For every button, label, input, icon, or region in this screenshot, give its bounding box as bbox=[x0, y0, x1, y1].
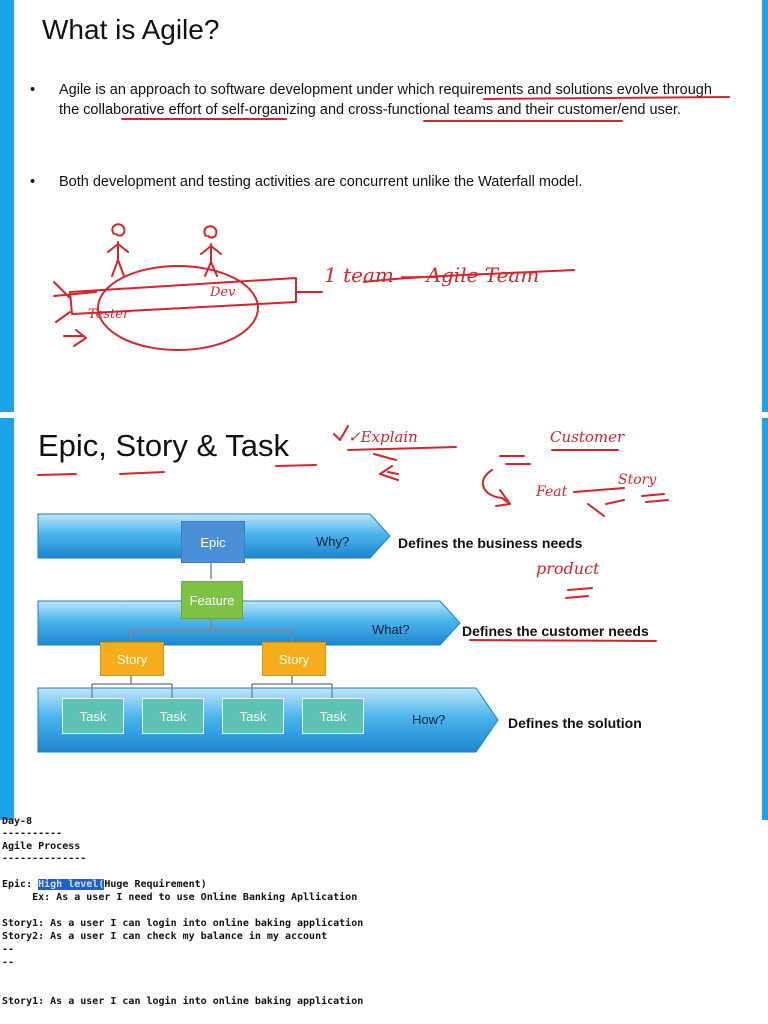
handwritten-tester: Tester bbox=[88, 307, 130, 322]
bullet-text: Both development and testing activities … bbox=[59, 174, 583, 190]
handwritten-dev: Dev bbox=[209, 285, 236, 300]
notes-story1-repeat: Story1: As a user I can login into onlin… bbox=[2, 996, 364, 1007]
what-description: Defines the customer needs bbox=[462, 623, 649, 639]
team-box bbox=[69, 277, 297, 315]
handwritten-team-note: 1 team — Agile Team bbox=[324, 263, 539, 287]
title-underlines bbox=[37, 464, 317, 476]
feature-box: Feature bbox=[181, 581, 243, 619]
stick-person-dev bbox=[200, 225, 222, 277]
why-description: Defines the business needs bbox=[398, 535, 583, 551]
epic-prefix: Epic: bbox=[2, 879, 39, 890]
task-box-4: Task bbox=[302, 698, 364, 734]
slide-what-is-agile: What is Agile? • Agile is an approach to… bbox=[14, 0, 762, 412]
handwritten-explain: ✓Explain bbox=[348, 428, 418, 446]
arrow-left-bottom bbox=[63, 329, 87, 347]
task-box-1: Task bbox=[62, 698, 124, 734]
notes-heading: Agile Process bbox=[2, 841, 81, 852]
notes-epic-line: Epic: High level(Huge Requirement) bbox=[2, 879, 207, 890]
story-box-2: Story bbox=[262, 642, 326, 676]
epic-box: Epic bbox=[181, 521, 245, 563]
label-what: What? bbox=[372, 622, 410, 637]
slide-title: What is Agile? bbox=[42, 14, 220, 45]
team-ellipse bbox=[97, 265, 259, 351]
stick-person-tester bbox=[107, 223, 129, 277]
notes-day: Day-8 bbox=[2, 816, 33, 827]
notes-dash: -- bbox=[2, 944, 15, 955]
epic-story-task-diagram: ✓Explain Customer Feat Story product bbox=[37, 425, 669, 753]
label-why: Why? bbox=[316, 534, 350, 549]
story-box-1: Story bbox=[100, 642, 164, 676]
bullet-dot: • bbox=[30, 174, 36, 190]
slide-title: Epic, Story & Task bbox=[38, 428, 289, 463]
handwritten-feature: Feat bbox=[535, 484, 568, 500]
explain-underline bbox=[347, 446, 457, 481]
connector-lines bbox=[91, 562, 333, 700]
notes-story1: Story1: As a user I can login into onlin… bbox=[2, 918, 364, 929]
how-description: Defines the solution bbox=[508, 715, 642, 731]
handwritten-story: Story bbox=[618, 472, 657, 488]
arrow-left-top bbox=[53, 281, 97, 323]
task-box-3: Task bbox=[222, 698, 284, 734]
slide-epic-story-task: Epic, Story & Task ✓Explain Customer Fea… bbox=[14, 412, 762, 820]
handwritten-annotations: Tester Dev 1 team — Agile Team bbox=[53, 96, 730, 351]
bullet-dot: • bbox=[30, 82, 36, 98]
notes-rule: ---------- bbox=[2, 828, 63, 839]
slide-edge-right bbox=[762, 0, 768, 820]
label-how: How? bbox=[412, 712, 446, 727]
text-notes: Day-8 ---------- Agile Process ---------… bbox=[0, 816, 768, 1024]
task-box-2: Task bbox=[142, 698, 204, 734]
band-story bbox=[37, 600, 461, 646]
handwritten-product: product bbox=[536, 559, 600, 578]
product-equals bbox=[565, 587, 593, 599]
notes-story2: Story2: As a user I can check my balance… bbox=[2, 931, 328, 942]
equals-mark bbox=[499, 455, 531, 465]
team-underline-stroke bbox=[363, 269, 575, 283]
notes-rule: -------------- bbox=[2, 853, 87, 864]
underline-customer-needs bbox=[469, 639, 657, 642]
notes-epic-example: Ex: As a user I need to use Online Banki… bbox=[2, 892, 358, 903]
notes-dash: -- bbox=[2, 957, 15, 968]
check-mark bbox=[333, 425, 349, 441]
selected-text-highlight: High level( bbox=[38, 879, 105, 890]
slide-edge-left bbox=[0, 0, 14, 820]
curved-arrow bbox=[481, 469, 511, 507]
handwritten-customer: Customer bbox=[550, 428, 625, 446]
feature-arrow bbox=[573, 487, 625, 517]
story-equals bbox=[641, 493, 669, 503]
bullet-text: Agile is an approach to software develop… bbox=[59, 82, 712, 118]
underline-requirements bbox=[483, 96, 730, 100]
epic-rest: Huge Requirement) bbox=[104, 879, 207, 890]
